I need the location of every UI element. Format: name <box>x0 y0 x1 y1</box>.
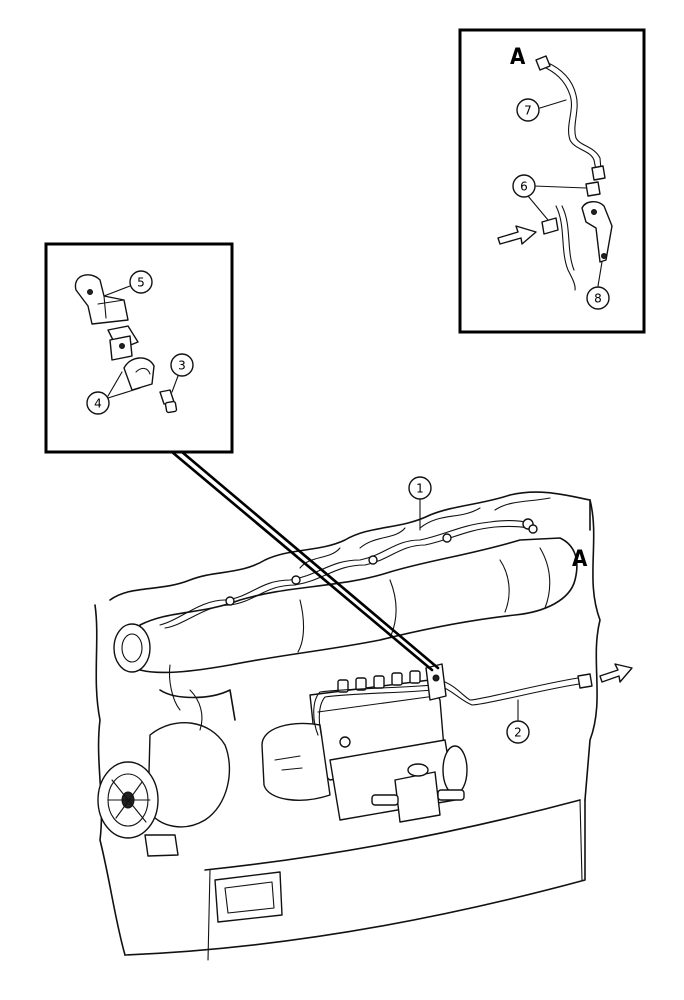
engine-block-illustration <box>94 491 633 961</box>
svg-text:5: 5 <box>137 276 145 290</box>
injector-pipe-set <box>159 518 538 629</box>
svg-text:2: 2 <box>514 726 522 740</box>
turbocharger <box>97 689 231 857</box>
fuel-injection-pump <box>261 670 468 823</box>
callout-7: 7 <box>516 98 567 122</box>
flow-direction-arrow <box>599 663 633 683</box>
svg-text:1: 1 <box>416 482 424 496</box>
svg-text:3: 3 <box>178 359 186 373</box>
fuel-return-line <box>425 663 593 706</box>
view-marker-a-engine: A <box>572 547 588 572</box>
callout-4: 4 <box>86 371 141 415</box>
view-marker-a-inset: A <box>510 45 526 70</box>
svg-text:8: 8 <box>594 292 602 306</box>
inset-view-a <box>458 28 646 334</box>
callout-2: 2 <box>506 699 530 744</box>
svg-text:7: 7 <box>524 104 532 118</box>
svg-text:6: 6 <box>520 180 528 194</box>
inset-leader-lines <box>170 450 440 672</box>
callout-8: 8 <box>586 261 610 310</box>
callout-1: 1 <box>408 476 432 531</box>
callout-3: 3 <box>170 353 194 393</box>
callout-5: 5 <box>103 270 153 297</box>
svg-text:4: 4 <box>94 397 102 411</box>
callout-6: 6 <box>512 174 587 221</box>
